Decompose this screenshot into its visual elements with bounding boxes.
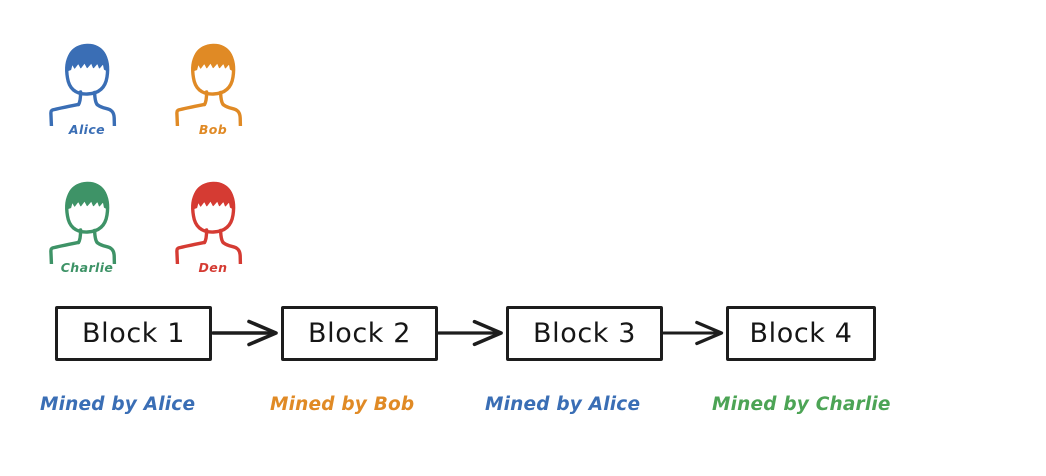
block-2[interactable]: Block 2 bbox=[281, 306, 438, 361]
block-1[interactable]: Block 1 bbox=[55, 306, 212, 361]
participant-bob[interactable]: Bob bbox=[170, 34, 256, 137]
block-4-label: Block 4 bbox=[749, 318, 853, 349]
arrow-block1-to-block2-icon bbox=[211, 318, 282, 348]
participant-alice[interactable]: Alice bbox=[44, 34, 130, 137]
participant-charlie[interactable]: Charlie bbox=[44, 172, 130, 275]
participant-name-den: Den bbox=[198, 260, 228, 275]
miner-label-block-1: Mined by Alice bbox=[40, 394, 196, 415]
participant-name-charlie: Charlie bbox=[60, 260, 114, 275]
participant-den[interactable]: Den bbox=[170, 172, 256, 275]
block-3-label: Block 3 bbox=[533, 318, 636, 349]
arrow-block3-to-block4-icon bbox=[662, 318, 727, 348]
block-2-label: Block 2 bbox=[308, 318, 411, 349]
participant-name-alice: Alice bbox=[68, 122, 106, 137]
arrow-block2-to-block3-icon bbox=[437, 318, 507, 348]
block-1-label: Block 1 bbox=[82, 318, 185, 349]
avatar-alice-icon bbox=[44, 34, 130, 132]
block-3[interactable]: Block 3 bbox=[506, 306, 663, 361]
avatar-den-icon bbox=[170, 172, 256, 270]
participant-name-bob: Bob bbox=[198, 122, 228, 137]
miner-label-block-3: Mined by Alice bbox=[485, 394, 641, 415]
avatar-charlie-icon bbox=[44, 172, 130, 270]
miner-label-block-4: Mined by Charlie bbox=[712, 394, 891, 415]
avatar-bob-icon bbox=[170, 34, 256, 132]
miner-label-block-2: Mined by Bob bbox=[270, 394, 415, 415]
block-4[interactable]: Block 4 bbox=[726, 306, 876, 361]
